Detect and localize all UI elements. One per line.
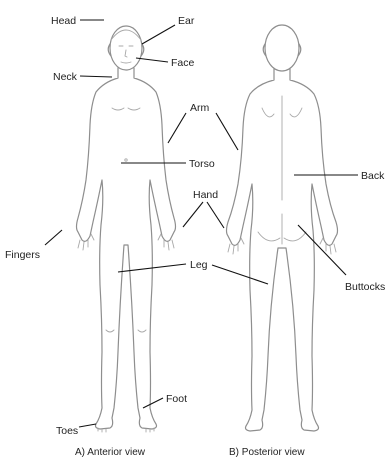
face-leader	[136, 58, 168, 62]
label-foot: Foot	[166, 393, 187, 405]
arm-leader-anterior	[168, 113, 186, 143]
anterior-chest-detail	[112, 108, 140, 110]
label-torso: Torso	[189, 158, 215, 170]
anterior-nose	[125, 50, 127, 57]
fingers-leader	[45, 230, 62, 245]
arm-leader-posterior	[216, 113, 238, 150]
neck-leader	[80, 76, 112, 77]
label-ear: Ear	[178, 15, 195, 27]
label-head: Head	[51, 15, 76, 27]
label-neck: Neck	[53, 71, 78, 83]
hand-leader-posterior	[207, 202, 224, 228]
label-back: Back	[361, 170, 385, 182]
hand-leader-anterior	[183, 202, 203, 227]
posterior-buttocks-detail	[258, 214, 306, 244]
label-buttocks: Buttocks	[345, 281, 385, 293]
posterior-head-outline	[265, 25, 299, 71]
label-leg: Leg	[190, 259, 208, 271]
label-arm: Arm	[190, 102, 210, 114]
label-fingers: Fingers	[5, 249, 40, 261]
caption-posterior-view: B) Posterior view	[229, 447, 305, 458]
anterior-body-outline	[77, 68, 176, 429]
label-toes: Toes	[56, 425, 78, 437]
anterior-mouth	[121, 62, 131, 63]
anterior-knees	[106, 330, 146, 332]
label-face: Face	[171, 57, 195, 69]
anterior-navel	[125, 159, 127, 161]
toes-leader	[79, 424, 96, 427]
leader-lines	[45, 20, 358, 427]
foot-leader	[143, 398, 163, 408]
anterior-figure	[77, 26, 176, 432]
label-hand: Hand	[193, 189, 218, 201]
leg-leader-posterior	[212, 265, 268, 284]
posterior-figure	[227, 25, 338, 431]
captions: A) Anterior view B) Posterior view	[75, 447, 305, 458]
labels: Head Ear Face Neck Arm Torso Hand Back F…	[5, 15, 385, 437]
ear-leader	[142, 25, 175, 44]
caption-anterior-view: A) Anterior view	[75, 447, 146, 458]
